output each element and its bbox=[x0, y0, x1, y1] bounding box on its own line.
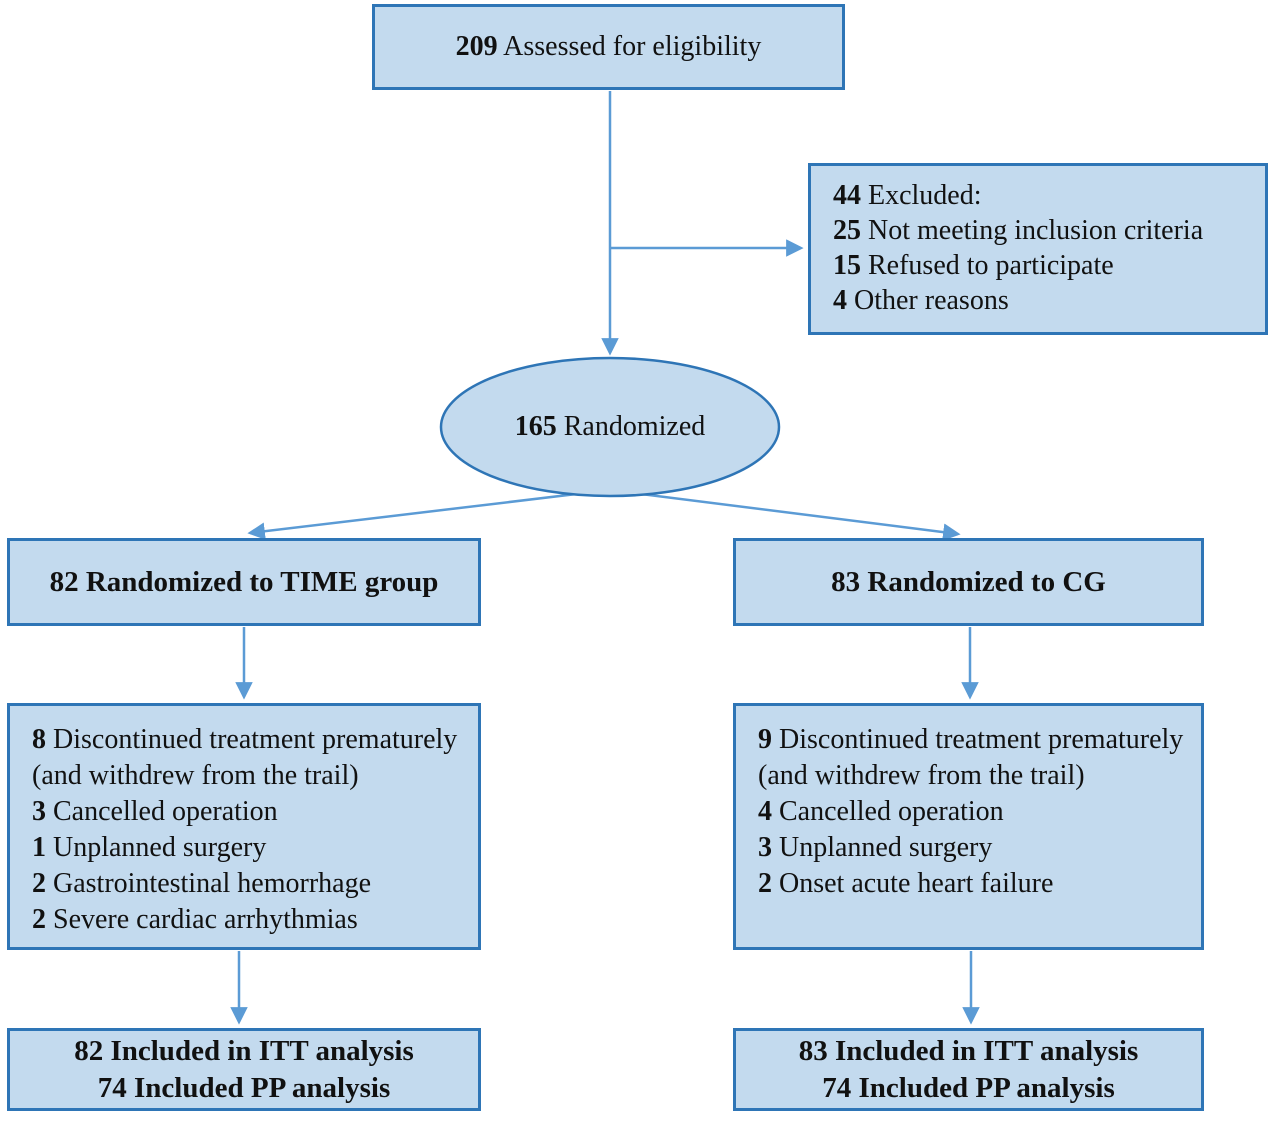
cg-discontinued-count: 9 bbox=[758, 724, 772, 755]
excluded-item-count: 15 bbox=[833, 250, 861, 281]
excluded-item-count: 4 bbox=[833, 285, 847, 316]
cg-discontinued-label: Discontinued treatment prematurely bbox=[779, 724, 1184, 755]
excluded-item-label: Not meeting inclusion criteria bbox=[868, 215, 1204, 246]
cg-discontinued-item: 4 Cancelled operation bbox=[758, 794, 1193, 830]
cg-discontinued-title: 9 Discontinued treatment prematurely bbox=[758, 722, 1193, 758]
item-label: Severe cardiac arrhythmias bbox=[53, 904, 358, 935]
excluded-box: 44 Excluded: 25 Not meeting inclusion cr… bbox=[808, 163, 1268, 335]
time-discontinued-subtitle: (and withdrew from the trail) bbox=[32, 760, 359, 791]
cg-discontinued-box: 9 Discontinued treatment prematurely (an… bbox=[733, 703, 1204, 950]
item-label: Unplanned surgery bbox=[779, 832, 993, 863]
excluded-count: 44 bbox=[833, 180, 861, 211]
excluded-title: 44 Excluded: bbox=[833, 178, 1257, 213]
item-count: 3 bbox=[758, 832, 772, 863]
item-label: Unplanned surgery bbox=[53, 832, 267, 863]
excluded-item: 4 Other reasons bbox=[833, 283, 1257, 318]
cg-group-box: 83 Randomized to CG bbox=[733, 538, 1204, 626]
item-label: Gastrointestinal hemorrhage bbox=[53, 868, 372, 899]
time-analysis-box: 82 Included in ITT analysis 74 Included … bbox=[7, 1028, 481, 1111]
item-count: 1 bbox=[32, 832, 46, 863]
time-group-label: 82 Randomized to TIME group bbox=[49, 566, 439, 598]
excluded-item-count: 25 bbox=[833, 215, 861, 246]
time-itt-line: 82 Included in ITT analysis bbox=[74, 1034, 414, 1067]
excluded-label: Excluded: bbox=[868, 180, 982, 211]
item-count: 2 bbox=[32, 904, 46, 935]
cg-discontinued-subtitle: (and withdrew from the trail) bbox=[758, 760, 1085, 791]
assessed-count: 209 bbox=[455, 31, 498, 62]
time-discontinued-item: 1 Unplanned surgery bbox=[32, 830, 470, 866]
assessed-eligibility-box: 209 Assessed for eligibility bbox=[372, 4, 845, 90]
randomized-ellipse: 165 Randomized bbox=[441, 359, 779, 495]
item-label: Cancelled operation bbox=[779, 796, 1004, 827]
item-label: Cancelled operation bbox=[53, 796, 278, 827]
time-discontinued-count: 8 bbox=[32, 724, 46, 755]
item-count: 3 bbox=[32, 796, 46, 827]
time-discontinued-item: 2 Severe cardiac arrhythmias bbox=[32, 902, 470, 938]
assessed-label: Assessed for eligibility bbox=[503, 31, 762, 62]
cg-analysis-box: 83 Included in ITT analysis 74 Included … bbox=[733, 1028, 1204, 1111]
item-count: 2 bbox=[32, 868, 46, 899]
time-discontinued-box: 8 Discontinued treatment prematurely (an… bbox=[7, 703, 481, 950]
cg-group-label: 83 Randomized to CG bbox=[831, 566, 1106, 598]
time-discontinued-title: 8 Discontinued treatment prematurely bbox=[32, 722, 470, 758]
cg-itt-line: 83 Included in ITT analysis bbox=[798, 1034, 1139, 1067]
time-discontinued-label: Discontinued treatment prematurely bbox=[53, 724, 458, 755]
excluded-item-label: Refused to participate bbox=[868, 250, 1114, 281]
excluded-item: 15 Refused to participate bbox=[833, 248, 1257, 283]
excluded-item: 25 Not meeting inclusion criteria bbox=[833, 213, 1257, 248]
cg-pp-line: 74 Included PP analysis bbox=[822, 1071, 1115, 1104]
excluded-item-label: Other reasons bbox=[854, 285, 1009, 316]
item-count: 4 bbox=[758, 796, 772, 827]
assessed-eligibility-text: 209 Assessed for eligibility bbox=[456, 29, 762, 65]
randomized-label: Randomized bbox=[563, 411, 706, 442]
cg-discontinued-item: 3 Unplanned surgery bbox=[758, 830, 1193, 866]
cg-discontinued-item: 2 Onset acute heart failure bbox=[758, 866, 1193, 902]
item-label: Onset acute heart failure bbox=[779, 868, 1054, 899]
randomized-count: 165 bbox=[514, 411, 557, 442]
randomized-text: 165 Randomized bbox=[515, 411, 706, 443]
time-discontinued-item: 3 Cancelled operation bbox=[32, 794, 470, 830]
time-group-box: 82 Randomized to TIME group bbox=[7, 538, 481, 626]
time-pp-line: 74 Included PP analysis bbox=[97, 1071, 391, 1104]
time-discontinued-item: 2 Gastrointestinal hemorrhage bbox=[32, 866, 470, 902]
item-count: 2 bbox=[758, 868, 772, 899]
